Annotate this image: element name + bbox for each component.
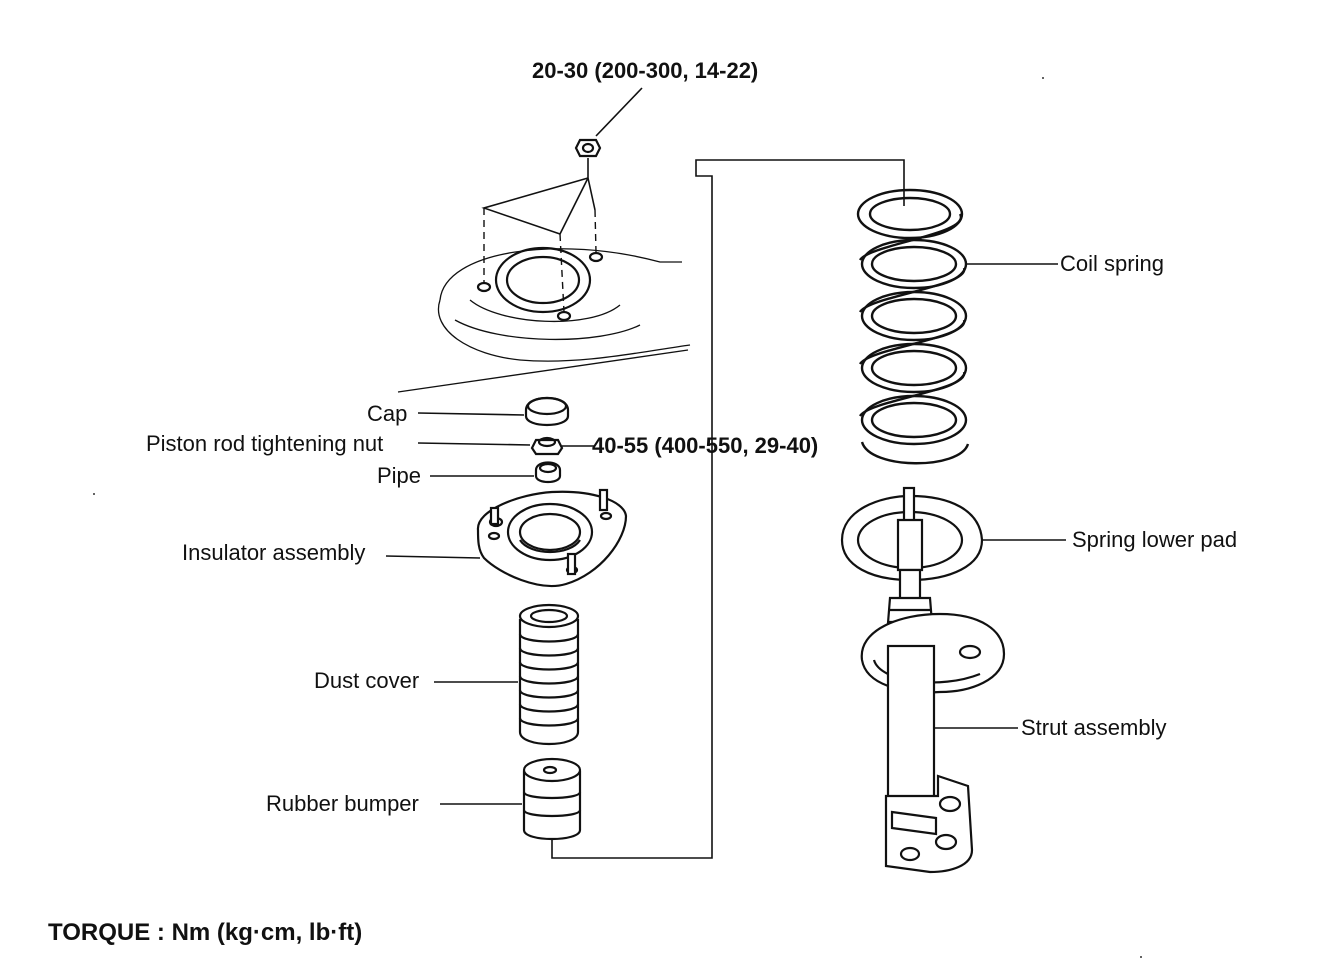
insulator-assembly-label: Insulator assembly — [182, 540, 366, 565]
coil-spring-label: Coil spring — [1060, 251, 1164, 276]
cap-label: Cap — [367, 401, 408, 426]
cap-part — [417, 396, 570, 426]
insulator-assembly-part — [385, 488, 628, 588]
coil-spring-part — [856, 188, 1058, 465]
assembly-connection-line — [551, 159, 905, 859]
spring-lower-pad-part — [840, 494, 1066, 582]
rubber-bumper-part — [440, 757, 582, 840]
scan-speck — [93, 493, 95, 495]
torque-nut-label: 40-55 (400-550, 29-40) — [592, 433, 819, 458]
spring-lower-pad-label: Spring lower pad — [1072, 527, 1238, 552]
piston-rod-nut-label: Piston rod tightening nut — [146, 431, 384, 456]
top-mount-nut — [481, 87, 643, 313]
rubber-bumper-label: Rubber bumper — [266, 791, 419, 816]
torque-units-legend: TORQUE : Nm (kg·cm, lb·ft) — [48, 919, 363, 946]
torque-top-label: 20-30 (200-300, 14-22) — [532, 58, 759, 83]
section-divider-line — [397, 349, 689, 393]
pipe-label: Pipe — [377, 463, 422, 488]
scan-speck — [1042, 77, 1044, 79]
piston-rod-nut-part — [417, 436, 564, 456]
dust-cover-part — [434, 603, 580, 746]
strut-assembly-part — [860, 486, 1018, 874]
pipe-part — [430, 461, 562, 484]
scan-speck — [1140, 956, 1142, 958]
dust-cover-label: Dust cover — [314, 668, 420, 693]
strut-tower — [437, 246, 691, 362]
strut-assembly-label: Strut assembly — [1021, 715, 1167, 740]
